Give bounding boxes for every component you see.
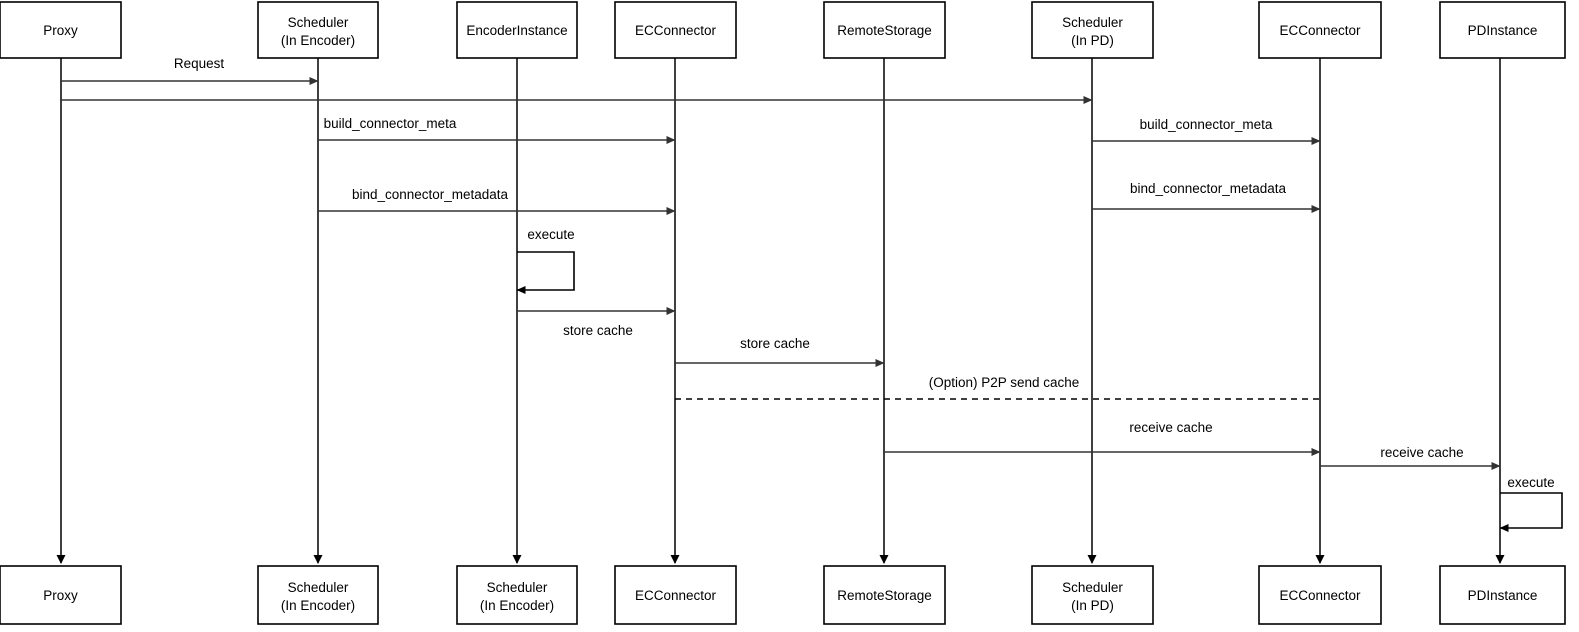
participant-header-label: PDInstance	[1468, 23, 1538, 38]
self-messages-layer: execute execute	[516, 227, 1563, 532]
participant-footer-box	[823, 565, 946, 625]
participant-footer-box	[0, 565, 122, 625]
message-m7[interactable]: store cache	[517, 307, 676, 338]
message-m10[interactable]: receive cache	[884, 420, 1321, 456]
participant-footer-encoder_inst[interactable]: Scheduler (In Encoder)	[456, 565, 578, 625]
message-label: receive cache	[1129, 420, 1212, 435]
message-m4[interactable]: build_connector_meta	[1092, 117, 1321, 145]
participant-footer-ecc_right[interactable]: ECConnector	[1258, 565, 1382, 625]
message-label: store cache	[740, 336, 810, 351]
participant-header-box	[1031, 1, 1154, 59]
self-message-label: execute	[1507, 475, 1554, 490]
message-label: build_connector_meta	[1140, 117, 1273, 132]
participant-footer-label-line1: Scheduler	[288, 580, 349, 595]
participant-footer-remote[interactable]: RemoteStorage	[823, 565, 946, 625]
participant-header-label-line1: Scheduler	[1062, 15, 1123, 30]
message-m8[interactable]: store cache	[675, 336, 885, 367]
participant-footer-sched_enc[interactable]: Scheduler (In Encoder)	[257, 565, 379, 625]
participant-header-sched_enc[interactable]: Scheduler (In Encoder)	[257, 1, 379, 59]
message-label: Request	[174, 56, 225, 71]
lifelines-layer	[56, 58, 1505, 564]
participant-header-box	[1439, 1, 1566, 59]
message-m3[interactable]: build_connector_meta	[318, 116, 676, 144]
participant-header-label: ECConnector	[635, 23, 717, 38]
participant-footer-label-line2: (In Encoder)	[480, 598, 554, 613]
participant-footer-label: ECConnector	[635, 588, 717, 603]
participant-header-label: ECConnector	[1279, 23, 1361, 38]
participant-footer-label: Proxy	[43, 588, 78, 603]
participant-footer-proxy[interactable]: Proxy	[0, 565, 122, 625]
participant-footer-label-line2: (In PD)	[1071, 598, 1114, 613]
participant-header-label: EncoderInstance	[466, 23, 567, 38]
self-message-loop	[516, 251, 575, 294]
message-m11[interactable]: receive cache	[1320, 445, 1501, 470]
participant-footer-box	[1031, 565, 1154, 625]
participant-header-proxy[interactable]: Proxy	[0, 1, 122, 59]
participant-footer-label: ECConnector	[1279, 588, 1361, 603]
participant-header-box	[257, 1, 379, 59]
participant-header-label-line2: (In Encoder)	[281, 33, 355, 48]
message-label: receive cache	[1380, 445, 1463, 460]
message-label: (Option) P2P send cache	[929, 375, 1080, 390]
participant-header-label-line1: Scheduler	[288, 15, 349, 30]
participant-headers-layer: Proxy Scheduler (In Encoder) EncoderInstanc…	[0, 1, 1566, 59]
participant-header-label-line2: (In PD)	[1071, 33, 1114, 48]
self-message-loop	[1499, 492, 1563, 532]
participant-header-box	[0, 1, 122, 59]
message-m1[interactable]: Request	[61, 56, 319, 85]
participant-header-ecc_right[interactable]: ECConnector	[1258, 1, 1382, 59]
participant-footers-layer: Proxy Scheduler (In Encoder) Scheduler (In E…	[0, 565, 1566, 625]
participant-footer-box	[1258, 565, 1382, 625]
messages-layer: Request build_connector_meta build_connect…	[61, 56, 1501, 470]
participant-header-pd_inst[interactable]: PDInstance	[1439, 1, 1566, 59]
message-label: build_connector_meta	[324, 116, 457, 131]
participant-header-label: Proxy	[43, 23, 78, 38]
participant-footer-label-line1: Scheduler	[1062, 580, 1123, 595]
participant-header-sched_pd[interactable]: Scheduler (In PD)	[1031, 1, 1154, 59]
participant-footer-box	[614, 565, 737, 625]
self-message-label: execute	[527, 227, 574, 242]
participant-footer-box	[1439, 565, 1566, 625]
message-label: bind_connector_metadata	[352, 187, 509, 202]
participant-header-box	[1258, 1, 1382, 59]
participant-footer-label: PDInstance	[1468, 588, 1538, 603]
participant-header-box	[823, 1, 946, 59]
message-m6[interactable]: bind_connector_metadata	[1092, 181, 1321, 213]
participant-header-label: RemoteStorage	[837, 23, 932, 38]
participant-footer-sched_pd[interactable]: Scheduler (In PD)	[1031, 565, 1154, 625]
participant-header-box	[614, 1, 737, 59]
participant-footer-pd_inst[interactable]: PDInstance	[1439, 565, 1566, 625]
message-label: store cache	[563, 323, 633, 338]
message-label: bind_connector_metadata	[1130, 181, 1287, 196]
participant-footer-box	[456, 565, 578, 625]
participant-header-ecc_left[interactable]: ECConnector	[614, 1, 737, 59]
participant-footer-ecc_left[interactable]: ECConnector	[614, 565, 737, 625]
participant-footer-label-line2: (In Encoder)	[281, 598, 355, 613]
self-message-s1[interactable]: execute	[516, 227, 575, 294]
participant-footer-label: RemoteStorage	[837, 588, 932, 603]
participant-header-box	[456, 1, 578, 59]
participant-footer-label-line1: Scheduler	[487, 580, 548, 595]
participant-footer-box	[257, 565, 379, 625]
participant-header-encoder_inst[interactable]: EncoderInstance	[456, 1, 578, 59]
participant-header-remote[interactable]: RemoteStorage	[823, 1, 946, 59]
message-m9[interactable]: (Option) P2P send cache	[675, 375, 1320, 400]
self-message-s2[interactable]: execute	[1499, 475, 1563, 532]
message-m5[interactable]: bind_connector_metadata	[318, 187, 676, 215]
